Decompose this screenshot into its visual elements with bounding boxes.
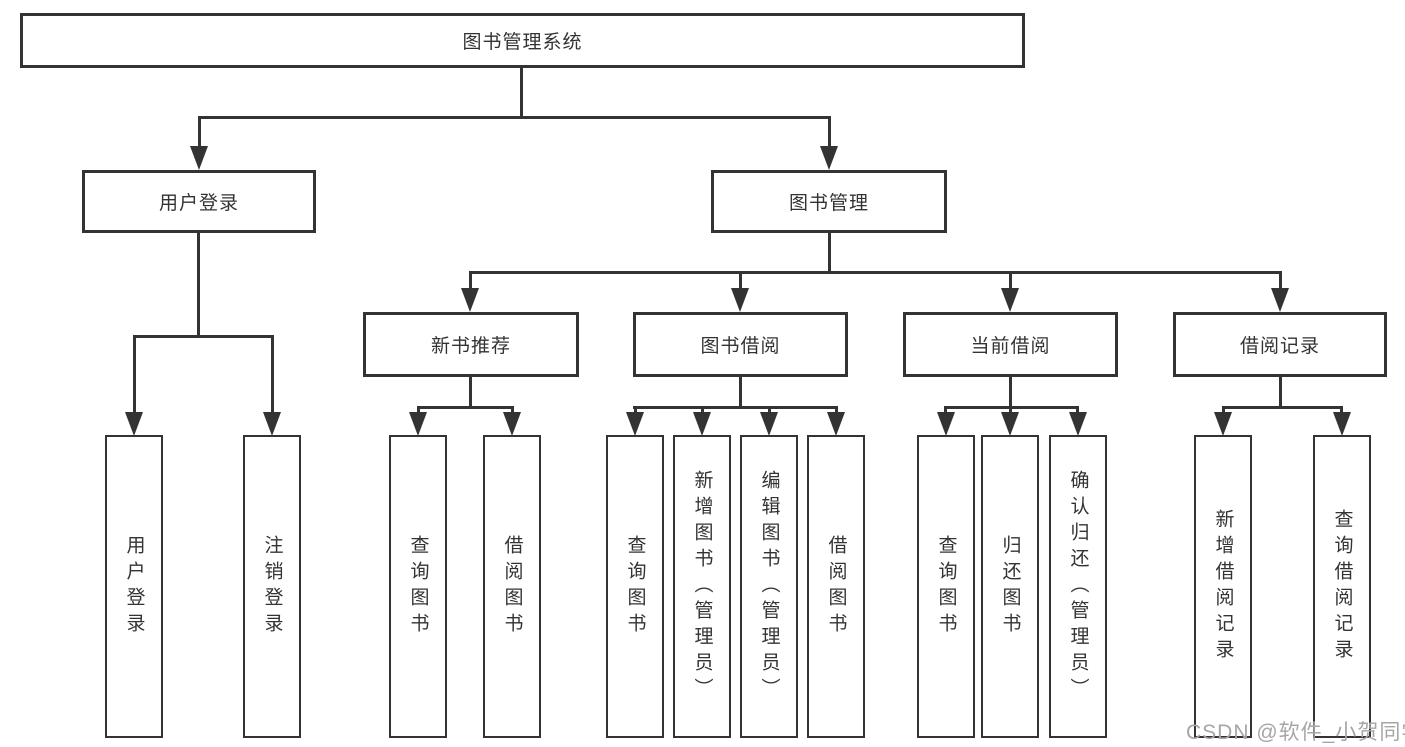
connector-bookmgmt-arm-4 — [1279, 272, 1282, 292]
arrowhead-to-bb-add — [693, 412, 711, 436]
arrowhead-to-leaf-user-login — [125, 412, 143, 436]
leaf-br-add-record-label: 新增借阅记录 — [1212, 508, 1234, 665]
connector-bookmgmt-hbar — [469, 271, 1282, 274]
connector-br-stem — [1279, 375, 1282, 408]
leaf-br-add-record: 新增借阅记录 — [1194, 435, 1252, 738]
node-new-book-recommend: 新书推荐 — [363, 312, 579, 377]
leaf-br-query-record-label: 查询借阅记录 — [1331, 508, 1353, 665]
connector-bb-arm-4 — [835, 407, 838, 415]
node-library-system: 图书管理系统 — [20, 13, 1025, 68]
connector-root-arm-left — [198, 117, 201, 150]
leaf-user-login-label: 用户登录 — [123, 534, 145, 639]
leaf-cb-confirm-return-admin-label: 确认归还（管理员） — [1067, 469, 1089, 704]
node-user-login: 用户登录 — [82, 170, 316, 233]
arrowhead-to-rec-borrow — [503, 412, 521, 436]
connector-userlogin-stem — [197, 231, 200, 338]
connector-cb-arm-2 — [1009, 407, 1012, 415]
connector-root-stem — [520, 68, 523, 119]
connector-rec-arm-2 — [511, 407, 514, 415]
leaf-logout-login-label: 注销登录 — [261, 534, 283, 639]
arrowhead-to-book-borrow — [731, 288, 749, 312]
connector-br-arm-2 — [1340, 407, 1343, 415]
arrowhead-to-new-book-rec — [461, 288, 479, 312]
leaf-rec-query-book-label: 查询图书 — [407, 534, 429, 639]
node-borrow-records: 借阅记录 — [1173, 312, 1387, 377]
arrowhead-to-borrow-records — [1271, 288, 1289, 312]
arrowhead-to-bb-borrow — [827, 412, 845, 436]
connector-rec-stem — [469, 375, 472, 408]
connector-userlogin-arm-left — [133, 336, 136, 416]
connector-userlogin-arm-right — [271, 336, 274, 416]
leaf-bb-edit-book-admin-label: 编辑图书（管理员） — [758, 469, 780, 704]
connector-bookmgmt-arm-3 — [1009, 272, 1012, 292]
leaf-bb-borrow-book-label: 借阅图书 — [825, 534, 847, 639]
leaf-rec-borrow-book-label: 借阅图书 — [501, 534, 523, 639]
connector-cb-arm-3 — [1076, 407, 1079, 415]
arrowhead-to-br-query — [1333, 412, 1351, 436]
leaf-bb-edit-book-admin: 编辑图书（管理员） — [740, 435, 798, 738]
leaf-bb-query-book: 查询图书 — [606, 435, 664, 738]
connector-rec-arm-1 — [417, 407, 420, 415]
leaf-bb-borrow-book: 借阅图书 — [807, 435, 865, 738]
csdn-watermark: CSDN @软件_小贺同学 — [1186, 721, 1405, 744]
connector-bb-arm-2 — [701, 407, 704, 415]
arrowhead-to-cb-confirm — [1069, 412, 1087, 436]
leaf-user-login: 用户登录 — [105, 435, 163, 738]
connector-root-arm-right — [828, 117, 831, 150]
arrowhead-to-bb-query — [626, 412, 644, 436]
arrowhead-to-rec-query — [409, 412, 427, 436]
node-book-borrow: 图书借阅 — [633, 312, 848, 377]
leaf-cb-return-book-label: 归还图书 — [999, 534, 1021, 639]
arrowhead-to-br-add — [1214, 412, 1232, 436]
connector-bb-stem — [739, 375, 742, 408]
connector-userlogin-hbar — [133, 335, 274, 338]
leaf-rec-borrow-book: 借阅图书 — [483, 435, 541, 738]
connector-bb-arm-3 — [768, 407, 771, 415]
connector-rec-hbar — [417, 406, 514, 409]
connector-cb-arm-1 — [944, 407, 947, 415]
connector-bb-arm-1 — [634, 407, 637, 415]
arrowhead-to-bb-edit — [760, 412, 778, 436]
leaf-cb-return-book: 归还图书 — [981, 435, 1039, 738]
leaf-rec-query-book: 查询图书 — [389, 435, 447, 738]
leaf-cb-confirm-return-admin: 确认归还（管理员） — [1049, 435, 1107, 738]
leaf-br-query-record: 查询借阅记录 — [1313, 435, 1371, 738]
connector-bookmgmt-arm-2 — [739, 272, 742, 292]
leaf-cb-query-book-label: 查询图书 — [935, 534, 957, 639]
connector-bb-hbar — [633, 406, 838, 409]
arrowhead-to-leaf-logout — [263, 412, 281, 436]
node-current-borrow: 当前借阅 — [903, 312, 1118, 377]
connector-br-arm-1 — [1222, 407, 1225, 415]
leaf-bb-query-book-label: 查询图书 — [624, 534, 646, 639]
connector-cb-stem — [1009, 375, 1012, 408]
arrowhead-to-cb-return — [1001, 412, 1019, 436]
leaf-bb-add-book-admin: 新增图书（管理员） — [673, 435, 731, 738]
arrowhead-to-cb-query — [937, 412, 955, 436]
leaf-logout-login: 注销登录 — [243, 435, 301, 738]
leaf-bb-add-book-admin-label: 新增图书（管理员） — [691, 469, 713, 704]
connector-br-hbar — [1222, 406, 1343, 409]
leaf-cb-query-book: 查询图书 — [917, 435, 975, 738]
connector-bookmgmt-arm-1 — [469, 272, 472, 292]
connector-bookmgmt-stem — [828, 231, 831, 274]
arrowhead-to-book-mgmt — [820, 146, 838, 170]
connector-root-hbar — [198, 116, 831, 119]
arrowhead-to-user-login — [190, 146, 208, 170]
arrowhead-to-current-borrow — [1001, 288, 1019, 312]
node-book-management: 图书管理 — [711, 170, 947, 233]
